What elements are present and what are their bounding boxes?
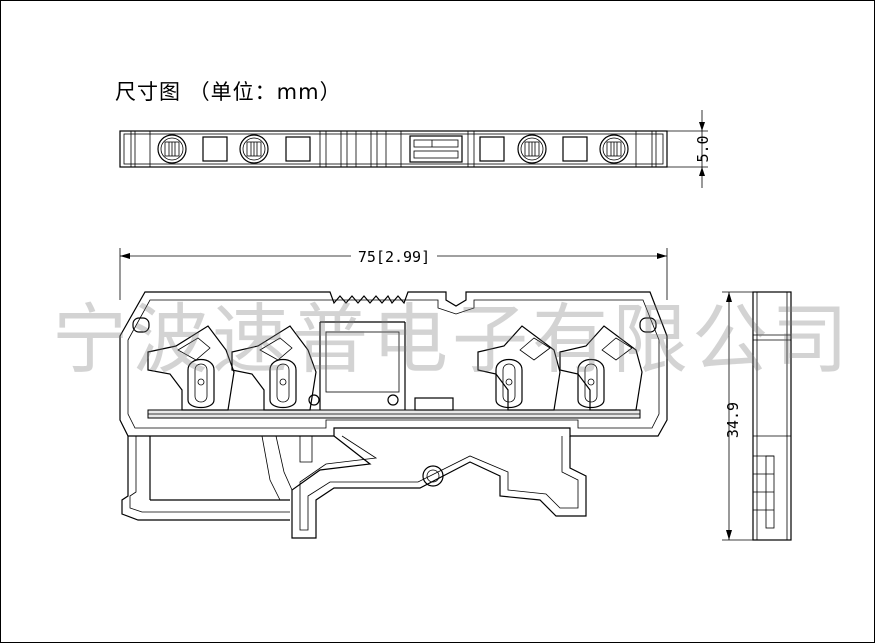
dimension-height: 34.9 — [722, 291, 753, 541]
spring-clamp-2 — [231, 325, 317, 411]
length-label: 75[2.99] — [358, 248, 430, 266]
height-label: 34.9 — [724, 402, 742, 438]
spring-clamp-1 — [147, 325, 235, 411]
top-square-hole-4 — [562, 136, 588, 162]
top-square-hole-3 — [479, 136, 505, 162]
din-rail-foot — [121, 435, 587, 539]
thickness-label: 5.0 — [694, 135, 712, 162]
dimension-length: 75[2.99] — [119, 248, 668, 300]
front-view — [119, 291, 668, 539]
top-square-hole-1 — [202, 136, 228, 162]
spring-clamp-3 — [477, 325, 561, 411]
top-view — [119, 130, 668, 168]
top-center-slot — [409, 135, 463, 163]
dimension-thickness: 5.0 — [667, 110, 712, 188]
top-round-hole-3 — [517, 134, 547, 164]
top-square-hole-2 — [285, 136, 311, 162]
top-round-hole-4 — [599, 134, 629, 164]
spring-clamp-4 — [559, 325, 643, 411]
top-round-hole-2 — [239, 134, 269, 164]
side-view — [752, 291, 792, 541]
drawing-title: 尺寸图 （单位：mm） — [115, 80, 342, 104]
top-round-hole-1 — [157, 134, 187, 164]
